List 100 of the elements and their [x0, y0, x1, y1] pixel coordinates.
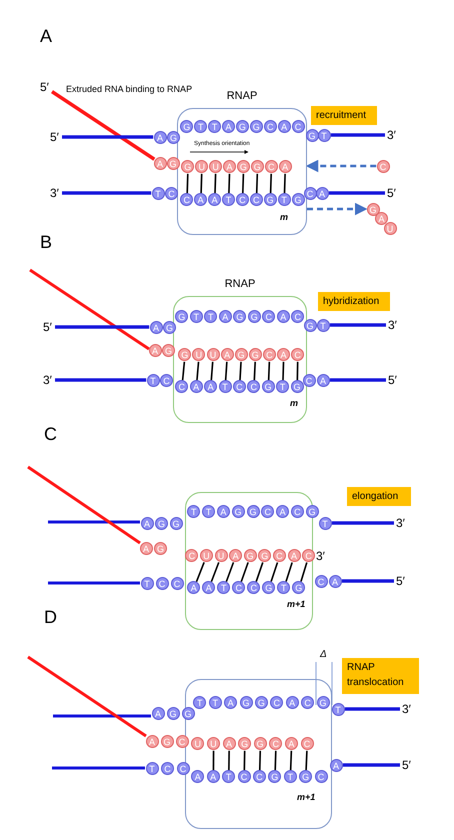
nucleotide-bead: C: [238, 770, 250, 784]
base-pair-line: [258, 750, 262, 770]
nucleotide-bead: G: [244, 549, 257, 562]
nucleotide-bead: C: [291, 310, 304, 324]
nucleotide-bead: G: [366, 202, 380, 216]
nucleotide-bead: G: [180, 120, 194, 134]
nucleotide-bead: U: [209, 160, 222, 174]
nucleotide-bead: C: [156, 576, 168, 590]
nucleotide-bead: T: [208, 120, 222, 134]
delta-label: Δ: [320, 649, 327, 661]
position-label: m: [280, 212, 288, 222]
nucleotide-bead: C: [376, 160, 390, 172]
nucleotide-bead: T: [204, 310, 218, 324]
strand-line: [62, 191, 152, 195]
strand-end-label: 5′: [402, 758, 411, 772]
nucleotide-bead: A: [202, 581, 216, 594]
strand-line: [55, 325, 150, 329]
nucleotide-bead: G: [240, 696, 252, 710]
position-label: m+1: [297, 792, 316, 802]
base-pair-line: [300, 562, 308, 582]
box-heading: RNAP: [224, 278, 256, 290]
nucleotide-bead: C: [269, 737, 282, 750]
nucleotide-bead: C: [292, 120, 304, 134]
nucleotide-bead: A: [208, 193, 222, 206]
nucleotide-bead: G: [248, 348, 262, 362]
nucleotide-bead: C: [160, 374, 173, 386]
strand-line: [330, 378, 386, 382]
position-label: m: [290, 398, 298, 408]
nucleotide-bead: C: [261, 505, 274, 518]
nucleotide-bead: T: [218, 380, 232, 394]
strand-line: [55, 378, 146, 382]
nucleotide-bead: U: [206, 348, 220, 362]
panel-label: B: [40, 232, 52, 254]
nucleotide-bead: G: [306, 505, 319, 518]
base-pair-line: [274, 750, 277, 770]
nucleotide-bead: C: [180, 193, 194, 206]
base-pair-line: [290, 750, 292, 770]
strand-end-label: 3′: [388, 318, 397, 332]
base-pair-line: [196, 562, 205, 582]
nucleotide-bead: T: [217, 581, 230, 594]
nucleotide-bead: G: [316, 696, 330, 710]
nucleotide-bead: G: [155, 516, 168, 530]
strand-end-label: 3′: [43, 373, 52, 387]
nucleotide-bead: A: [191, 770, 204, 784]
nucleotide-bead: G: [238, 737, 252, 750]
strand-line: [51, 90, 156, 161]
nucleotide-bead: C: [252, 770, 266, 784]
nucleotide-bead: G: [248, 310, 261, 324]
nucleotide-bead: A: [220, 348, 234, 362]
nucleotide-bead: A: [375, 212, 388, 225]
base-pair-line: [186, 174, 189, 194]
nucleotide-bead: A: [284, 737, 298, 750]
nucleotide-bead: T: [284, 770, 297, 784]
nucleotide-bead: A: [190, 380, 203, 394]
nucleotide-bead: A: [187, 581, 200, 594]
nucleotide-bead: C: [264, 120, 277, 134]
nucleotide-bead: U: [206, 737, 220, 750]
nucleotide-bead: A: [146, 734, 158, 748]
nucleotide-bead: C: [314, 574, 328, 588]
nucleotide-bead: T: [316, 318, 330, 332]
annotation-text: Extruded RNA binding to RNAP: [66, 84, 192, 94]
strand-end-label: 5′: [396, 574, 405, 588]
nucleotide-bead: G: [292, 193, 304, 206]
nucleotide-bead: A: [278, 160, 292, 174]
nucleotide-bead: A: [152, 706, 164, 720]
base-pair-line: [270, 174, 272, 194]
polymerase-outline: [185, 679, 332, 829]
stage-label: recruitment: [311, 106, 377, 125]
nucleotide-bead: A: [194, 193, 208, 206]
nucleotide-bead: C: [291, 348, 304, 362]
nucleotide-bead: G: [233, 310, 246, 324]
nucleotide-bead: A: [286, 696, 299, 710]
strand-end-label: 3′: [316, 549, 325, 563]
panel-label: A: [40, 26, 52, 48]
nucleotide-bead: G: [254, 737, 267, 750]
nucleotide-bead: A: [154, 156, 166, 170]
base-pair-line: [200, 174, 202, 194]
nucleotide-bead: A: [222, 737, 236, 750]
nucleotide-bead: A: [223, 160, 236, 174]
base-pair-line: [242, 174, 244, 194]
stage-label: elongation: [347, 487, 411, 506]
nucleotide-bead: A: [288, 549, 300, 562]
nucleotide-bead: U: [195, 160, 208, 174]
nucleotide-bead: G: [304, 318, 316, 332]
nucleotide-bead: U: [200, 549, 213, 562]
nucleotide-bead: T: [318, 128, 330, 142]
nucleotide-bead: C: [272, 549, 286, 562]
nucleotide-bead: A: [218, 310, 232, 324]
nucleotide-bead: C: [247, 380, 260, 394]
base-pair-line: [224, 362, 228, 380]
base-pair-line: [256, 174, 258, 194]
nucleotide-bead: C: [302, 374, 316, 386]
base-pair-line: [228, 750, 230, 770]
nucleotide-bead: A: [276, 310, 290, 324]
nucleotide-bead: C: [264, 160, 278, 174]
nucleotide-bead: C: [314, 770, 328, 784]
nucleotide-bead: A: [148, 344, 162, 356]
nucleotide-bead: C: [302, 549, 316, 562]
nucleotide-bead: C: [176, 762, 190, 774]
nucleotide-bead: G: [166, 706, 180, 720]
